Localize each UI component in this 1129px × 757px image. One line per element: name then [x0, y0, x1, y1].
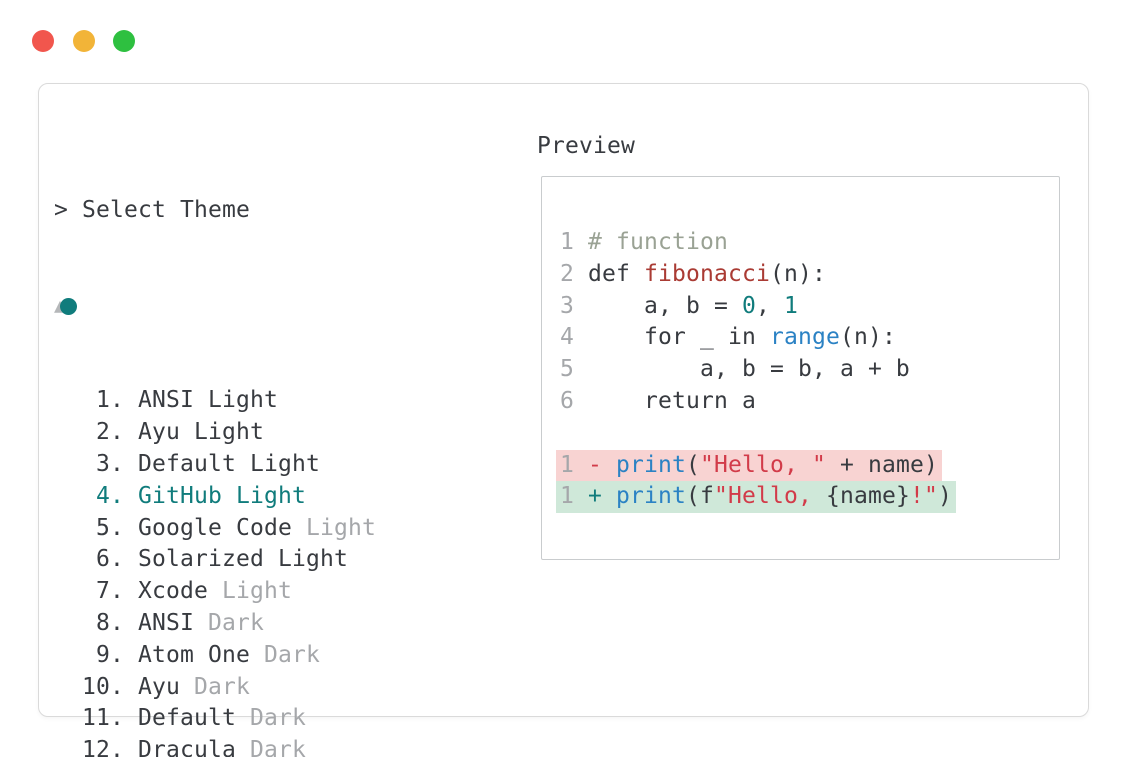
code-line: 3 a, b = 0, 1	[560, 292, 798, 319]
window-controls	[32, 30, 135, 52]
diff-removed-line: 1 - print("Hello, " + name)	[556, 449, 956, 482]
theme-list: > Select Theme ▲ 1. ANSI Light 2. Ayu Li…	[54, 131, 880, 757]
code-line: 4 for _ in range(n):	[560, 324, 896, 351]
theme-item-7[interactable]: 7. Xcode Light	[54, 578, 292, 605]
diff-added-line: 1 + print(f"Hello, {name}!")	[556, 481, 956, 514]
code-line	[560, 418, 956, 450]
theme-item-4[interactable]: 4. GitHub Light	[54, 482, 306, 509]
theme-item-11[interactable]: 11. Default Dark	[54, 705, 306, 732]
theme-item-8[interactable]: 8. ANSI Dark	[54, 609, 264, 636]
theme-item-6[interactable]: 6. Solarized Light	[54, 546, 348, 573]
theme-item-5[interactable]: 5. Google Code Light	[54, 514, 376, 541]
close-button[interactable]	[32, 30, 54, 52]
zoom-button[interactable]	[113, 30, 135, 52]
theme-item-1[interactable]: 1. ANSI Light	[54, 387, 278, 414]
theme-item-9[interactable]: 9. Atom One Dark	[54, 641, 320, 668]
minimize-button[interactable]	[72, 30, 95, 52]
theme-item-3[interactable]: 3. Default Light	[54, 450, 320, 477]
selected-bullet-icon	[60, 298, 77, 315]
theme-picker-window: > Select Theme ▲ 1. ANSI Light 2. Ayu Li…	[38, 83, 1089, 757]
theme-item-10[interactable]: 10. Ayu Dark	[54, 673, 250, 700]
preview-label: Preview	[537, 133, 635, 159]
theme-item-2[interactable]: 2. Ayu Light	[54, 419, 264, 446]
code-line: 1 # function	[560, 229, 728, 255]
preview-code: 1 # function 2 def fibonacci(n): 3 a, b = …	[556, 227, 956, 514]
theme-item-12[interactable]: 12. Dracula Dark	[54, 737, 306, 757]
prompt: > Select Theme	[54, 196, 250, 223]
theme-items: 1. ANSI Light 2. Ayu Light 3. Default Li…	[54, 385, 880, 757]
code-line: 6 return a	[560, 387, 756, 414]
code-line: 2 def fibonacci(n):	[560, 260, 826, 287]
code-line: 5 a, b = b, a + b	[560, 356, 910, 383]
